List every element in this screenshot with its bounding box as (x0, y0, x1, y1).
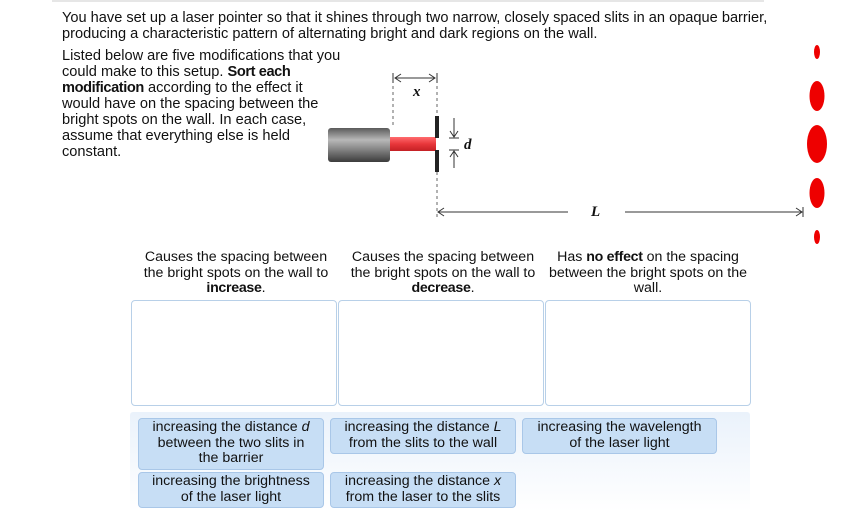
laser-beam (390, 137, 436, 151)
instructions-text: Listed below are five modifications that… (62, 48, 342, 160)
item-increase-L[interactable]: increasing the distance L from the slits… (330, 418, 516, 454)
bin-header-no-effect: Has no effect on the spacing between the… (549, 249, 747, 296)
instructions-post: according to the effect it would have on… (62, 80, 319, 160)
L-label: L (591, 204, 601, 220)
bright-spot (809, 81, 825, 111)
item-increase-d[interactable]: increasing the distance d between the tw… (138, 418, 324, 470)
setup-diagram (328, 45, 827, 244)
item-increase-brightness[interactable]: increasing the brightness of the laser l… (138, 472, 324, 508)
barrier-lower (435, 150, 439, 172)
bright-spot (814, 45, 820, 59)
instructions-bold: Sort each modification (62, 64, 291, 96)
drop-bin-increase[interactable] (131, 300, 337, 406)
drop-bin-no-effect[interactable] (545, 300, 751, 406)
instructions-pre: Listed below are five modifications that… (62, 48, 341, 80)
x-label: x (413, 84, 421, 100)
bright-spot (814, 230, 820, 244)
intro-text: You have set up a laser pointer so that … (62, 10, 768, 42)
d-label: d (464, 137, 472, 153)
bright-spot (807, 125, 827, 163)
item-increase-x[interactable]: increasing the distance x from the laser… (330, 472, 516, 508)
item-increase-wavelength[interactable]: increasing the wavelength of the laser l… (522, 418, 717, 454)
bright-spot (809, 178, 825, 208)
top-divider (52, 0, 764, 2)
laser-pointer (328, 128, 390, 162)
barrier-upper (435, 116, 439, 138)
bin-header-increase: Causes the spacing between the bright sp… (143, 249, 329, 296)
bin-header-decrease: Causes the spacing between the bright sp… (350, 249, 536, 296)
drop-bin-decrease[interactable] (338, 300, 544, 406)
